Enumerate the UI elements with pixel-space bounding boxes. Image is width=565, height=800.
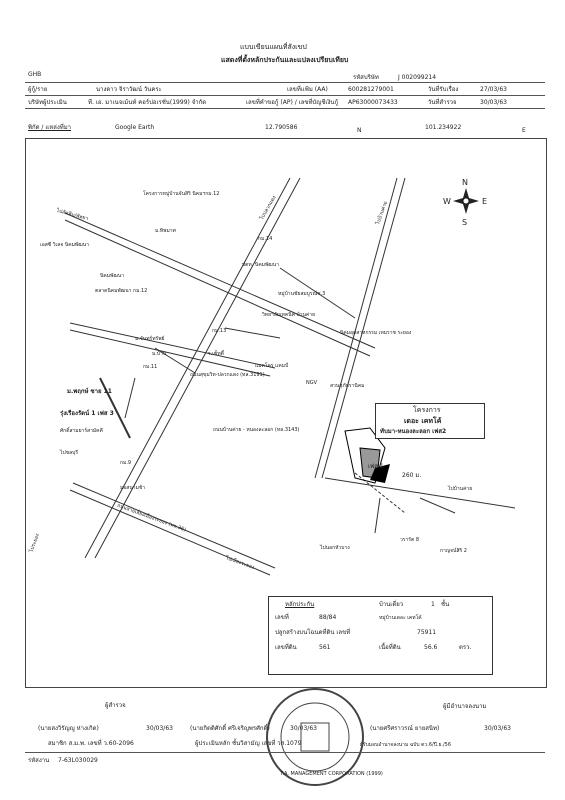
borrower-label: ผู้กู้/ราย <box>28 86 48 93</box>
label-sak: ศักดิ์สามยาร์สามัคคี <box>60 428 103 434</box>
job-code-label: รหัสงาน <box>28 757 50 764</box>
property-no-value: 88/84 <box>319 614 337 621</box>
date-survey-label: วันที่สำรวจ <box>428 99 457 106</box>
property-no-label: เลขที่ <box>275 614 289 621</box>
property-info-box: หลักประกัน บ้านเดี่ยว 1 ชั้น เลขที่ 88/8… <box>268 596 493 675</box>
property-type: บ้านเดี่ยว <box>379 601 404 608</box>
project-callout: โครงการ เดอะ เคทโค้ ทับมา-หนองละลอก เฟส2 <box>375 403 485 439</box>
property-area-label: เนื้อที่ดิน <box>379 644 401 651</box>
label-wararat: วรารัต 8 <box>400 537 420 543</box>
label-to-nikom: ม.ทิพมาศ <box>155 228 176 234</box>
ghb-code: GHB <box>28 71 42 78</box>
label-ptt: ปตท. นิคมพัฒนา <box>242 262 279 268</box>
label-nikom-phatthana: นิคมพัฒนา <box>100 273 125 279</box>
location-label: พิกัด / แหล่งที่มา <box>28 124 72 131</box>
label-village: หมู่บ้านชัยสมบูรณ์ซ.3 <box>278 291 326 297</box>
company-value: ที. เอ. มาเนจเม้นท์ คอร์ปอเรชั่น(1999) จ… <box>88 99 207 106</box>
compass-west-label: W <box>443 197 451 206</box>
property-area-value: 56.6 <box>424 644 438 651</box>
borrower-value: นางดาว จิราวัฒน์ วันคระ <box>96 86 162 93</box>
appraiser-date: 30/03/63 <box>290 725 317 732</box>
label-industrial: นิคมอุตสาหกรรม เหมราช ระยอง <box>340 330 412 336</box>
compass-north-label: N <box>462 178 468 187</box>
company-label: บริษัทผู้ประเมิน <box>28 99 67 106</box>
label-bandit: แมคโคร แคมป์ <box>255 363 289 369</box>
company-seal-icon <box>266 688 364 786</box>
date-recv-label: วันที่รับเรื่อง <box>428 86 459 93</box>
label-seven: ร.เซ็ทตี้ <box>208 351 224 357</box>
longitude-value: 101.234922 <box>425 124 462 131</box>
account-label: เลขที่แฟ้ม (AA) <box>287 86 328 93</box>
ref-label: รหัสบริษัท <box>353 74 379 81</box>
surveyor-date: 30/03/63 <box>146 725 173 732</box>
compass-icon <box>453 188 479 214</box>
surveyor-member: สมาชิก ส.ม.พ. เลขที่ ว.60-2096 <box>48 740 134 747</box>
map-frame <box>25 138 547 688</box>
label-km9: กม.9 <box>120 460 132 466</box>
surveyor-title: ผู้สำรวจ <box>105 702 126 709</box>
approver-title: ผู้มีอำนาจลงนาม <box>443 703 487 710</box>
compass-south-label: S <box>462 218 468 227</box>
label-project-top: โครงการหมู่บ้านจันสิริ นิคมฯกม.12 <box>143 191 220 197</box>
approver-role: ผู้รับมอบอำนาจลงนาม ฉบับ ตว.6/ปี.ย./56 <box>360 742 452 748</box>
label-mu: ม.บ้าน <box>152 351 167 357</box>
label-bangkok-bank: เอสซี วิเลจ นิคมพัฒนา <box>40 242 89 248</box>
ref-value: J 002099214 <box>398 74 437 81</box>
location-source: Google Earth <box>115 124 155 131</box>
label-school: วิทยาลัยเทคนิค บ้านค่าย <box>262 312 316 318</box>
label-kanyachit: กาญจน์สิริ 2 <box>440 548 467 554</box>
ap-value: AP63000073433 <box>348 99 398 106</box>
property-project-label: หมู่บ้านเดอะ เคทโค้ <box>379 615 422 621</box>
longitude-dir: E <box>522 127 526 134</box>
property-land-no-label: เลขที่ดิน <box>275 644 297 651</box>
page-title: แบบเขียนแผนที่สังเขป <box>240 43 307 51</box>
label-phase1: เฟส 1 <box>368 463 384 470</box>
map-drawing <box>64 177 516 576</box>
label-to-bankhai2: ไปบ้านค่าย <box>448 486 473 492</box>
project-callout-line2: เดอะ เคทโค้ <box>404 417 442 425</box>
project-callout-line1: โครงการ <box>413 406 441 414</box>
project-callout-line3: ทับมา-หนองละลอก เฟส2 <box>380 428 447 435</box>
label-rung: รุ่งเรืองรัตน์ 1 เฟส 3 <box>60 410 114 417</box>
label-to-nong: ไปนอกหัวบาง <box>320 545 350 551</box>
label-road-3143: ถนนบ้านค่าย - หนองละลอก (ทล.3143) <box>213 427 300 433</box>
label-km11: กม.11 <box>143 364 158 370</box>
ap-label: เลขที่คำขอกู้ (AP) / เลขที่บัญชีเงินกู้ <box>246 99 339 106</box>
property-deed-label: ปลูกสร้างบนโฉนดที่ดิน เลขที่ <box>275 629 351 636</box>
appraiser-title: ผู้ประเมินหลัก ชั้นวิสามัญ เลขที่ วส.107… <box>195 740 302 747</box>
surveyor-name: (นายสงวิรัญญู ห่างเกิด) <box>38 725 99 732</box>
label-to-chonburi: ไปชลบุรี <box>60 450 79 456</box>
label-sukhumvit-road: ถนนสุขุมวิท-ปลวกแดง (ทล.3191) <box>190 372 265 378</box>
job-code-value: 7-63L030029 <box>58 757 98 764</box>
label-park: สวนสุภัทรานิคม <box>330 383 365 389</box>
property-deed-value: 75911 <box>417 629 437 636</box>
property-floors: 1 <box>431 601 435 608</box>
label-distance: 260 ม. <box>402 472 422 479</box>
date-recv-value: 27/03/63 <box>480 86 507 93</box>
appraiser-name: (นายกิตติศักดิ์ ศรีเจริญพรศักดิ์) <box>190 725 270 732</box>
label-market: มอสนามช้า <box>120 485 146 491</box>
label-ngv: NGV <box>306 380 318 386</box>
label-nikom-market: ตลาดนิคมพัฒนา กม.12 <box>95 288 148 294</box>
latitude-value: 12.790586 <box>265 124 298 131</box>
page-subtitle: แสดงที่ตั้งหลักประกันและแปลงเปรียบเทียบ <box>221 56 349 64</box>
label-km14: กม.14 <box>258 236 273 242</box>
approver-date: 30/03/63 <box>484 725 511 732</box>
approver-name: (นายศรีศราวรณ์ ยายสนิท) <box>370 725 440 732</box>
label-cp-mall: ม.จันทร์ทรัพย์ <box>135 336 165 342</box>
latitude-dir: N <box>357 127 362 134</box>
property-land-no-value: 561 <box>319 644 331 651</box>
date-survey-value: 30/03/63 <box>480 99 507 106</box>
compass-east-label: E <box>482 197 488 206</box>
account-value: 600281279001 <box>348 86 394 93</box>
property-floor-unit: ชั้น <box>441 601 450 608</box>
label-pruksa: ม.พฤกษ์ ซาย 11 <box>67 388 112 395</box>
label-km13: กม.13 <box>212 328 227 334</box>
property-area-unit: ตรว. <box>459 644 472 651</box>
property-title: หลักประกัน <box>285 601 315 608</box>
seal-text: T.A. MANAGEMENT CORPORATION (1999) <box>280 771 383 777</box>
